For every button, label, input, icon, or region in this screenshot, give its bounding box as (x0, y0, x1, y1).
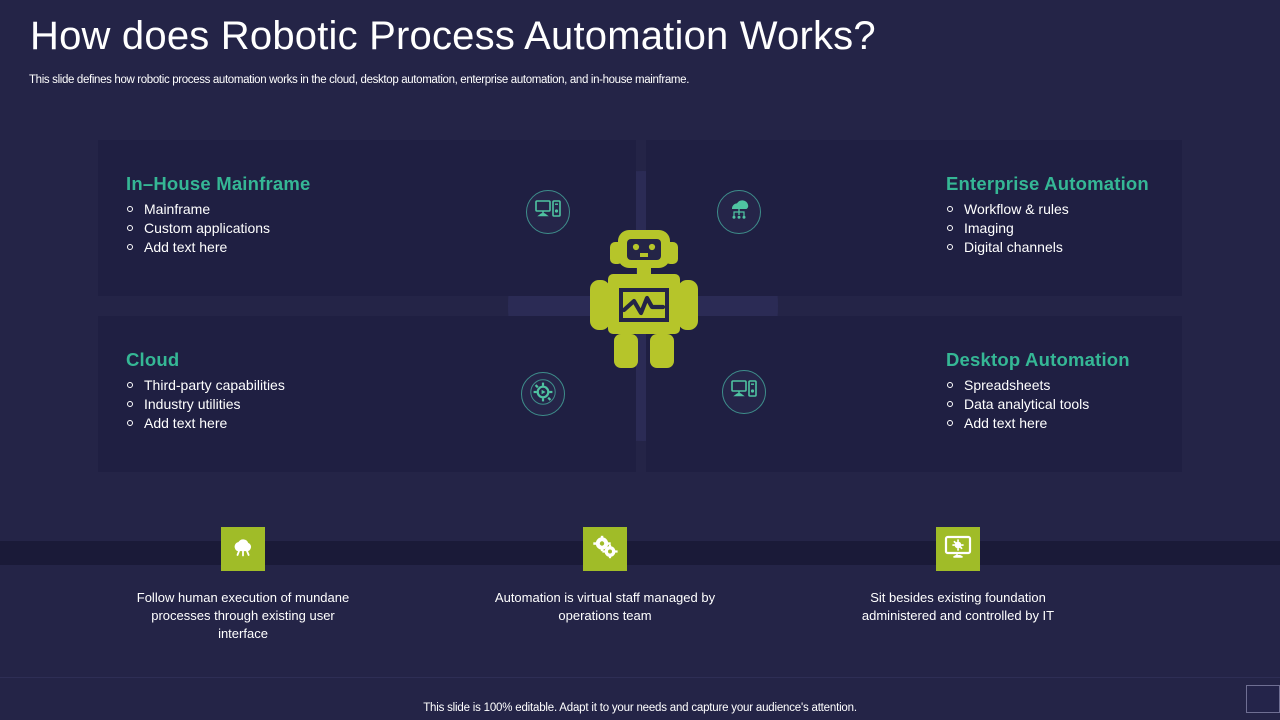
list-item: Add text here (126, 238, 311, 257)
list-item-label: Workflow & rules (964, 201, 1069, 217)
panel-bullet-list: Spreadsheets Data analytical tools Add t… (946, 376, 1130, 433)
feature-human-execution[interactable]: Follow human execution of mundane proces… (128, 527, 358, 643)
bullet-circle-icon (127, 420, 133, 426)
bullet-circle-icon (127, 382, 133, 388)
list-item-label: Industry utilities (144, 396, 241, 412)
list-item: Third-party capabilities (126, 376, 285, 395)
bullet-circle-icon (947, 401, 953, 407)
bullet-circle-icon (127, 225, 133, 231)
bullet-circle-icon (127, 244, 133, 250)
list-item: Mainframe (126, 200, 311, 219)
list-item-label: Data analytical tools (964, 396, 1090, 412)
panel-content: Desktop Automation Spreadsheets Data ana… (946, 349, 1130, 433)
list-item-label: Mainframe (144, 201, 211, 217)
list-item: Add text here (126, 414, 285, 433)
panel-heading: Enterprise Automation (946, 173, 1149, 194)
panel-heading: Cloud (126, 349, 180, 370)
feature-icon-tile (583, 527, 627, 571)
list-item: Digital channels (946, 238, 1149, 257)
panel-content: In–House Mainframe Mainframe Custom appl… (126, 173, 311, 257)
panel-enterprise-automation[interactable]: Enterprise Automation Workflow & rules I… (646, 140, 1182, 296)
list-item-label: Add text here (964, 415, 1048, 431)
list-item-label: Custom applications (144, 220, 271, 236)
gears-icon (592, 535, 618, 564)
list-item: Workflow & rules (946, 200, 1149, 219)
panel-bullet-list: Third-party capabilities Industry utilit… (126, 376, 285, 433)
feature-existing-foundation[interactable]: Sit besides existing foundation administ… (843, 527, 1073, 625)
section-divider-band (0, 541, 1280, 565)
list-item: Spreadsheets (946, 376, 1130, 395)
list-item-label: Imaging (964, 220, 1014, 236)
gear-settings-icon (529, 378, 557, 411)
panel-content: Cloud Third-party capabilities Industry … (126, 349, 285, 433)
list-item-label: Spreadsheets (964, 377, 1051, 393)
slide-header: How does Robotic Process Automation Work… (0, 0, 1280, 100)
panel-content: Enterprise Automation Workflow & rules I… (946, 173, 1149, 257)
list-item: Data analytical tools (946, 395, 1130, 414)
feature-text: Automation is virtual staff managed by o… (494, 590, 716, 623)
node-top-right[interactable] (717, 190, 761, 234)
list-item: Imaging (946, 219, 1149, 238)
list-item: Custom applications (126, 219, 311, 238)
list-item: Add text here (946, 414, 1130, 433)
footer-divider (0, 677, 1280, 678)
monitor-settings-icon (944, 535, 972, 564)
list-item-label: Add text here (144, 415, 228, 431)
page-title: How does Robotic Process Automation Work… (30, 14, 876, 58)
list-item: Industry utilities (126, 395, 285, 414)
cloud-brain-icon (230, 536, 256, 563)
corner-placeholder-box[interactable] (1246, 685, 1280, 713)
cloud-computing-icon (726, 198, 752, 227)
feature-text: Follow human execution of mundane proces… (136, 590, 350, 641)
panel-heading: In–House Mainframe (126, 173, 311, 194)
desktop-computer-icon (535, 199, 561, 226)
bullet-circle-icon (947, 225, 953, 231)
list-item-label: Add text here (144, 239, 228, 255)
bullet-circle-icon (947, 244, 953, 250)
bullet-circle-icon (127, 401, 133, 407)
node-bottom-left[interactable] (521, 372, 565, 416)
feature-icon-tile (936, 527, 980, 571)
node-top-left[interactable] (526, 190, 570, 234)
bullet-circle-icon (947, 206, 953, 212)
node-bottom-right[interactable] (722, 370, 766, 414)
panel-bullet-list: Workflow & rules Imaging Digital channel… (946, 200, 1149, 257)
bullet-circle-icon (947, 420, 953, 426)
panel-bullet-list: Mainframe Custom applications Add text h… (126, 200, 311, 257)
feature-icon-tile (221, 527, 265, 571)
footer-note: This slide is 100% editable. Adapt it to… (423, 702, 857, 714)
list-item-label: Digital channels (964, 239, 1063, 255)
panel-heading: Desktop Automation (946, 349, 1130, 370)
feature-virtual-staff[interactable]: Automation is virtual staff managed by o… (490, 527, 720, 625)
feature-text: Sit besides existing foundation administ… (861, 590, 1055, 623)
robot-icon (588, 228, 700, 370)
list-item-label: Third-party capabilities (144, 377, 285, 393)
bullet-circle-icon (127, 206, 133, 212)
desktop-computer-icon (731, 379, 757, 406)
page-subtitle: This slide defines how robotic process a… (29, 74, 690, 86)
bullet-circle-icon (947, 382, 953, 388)
